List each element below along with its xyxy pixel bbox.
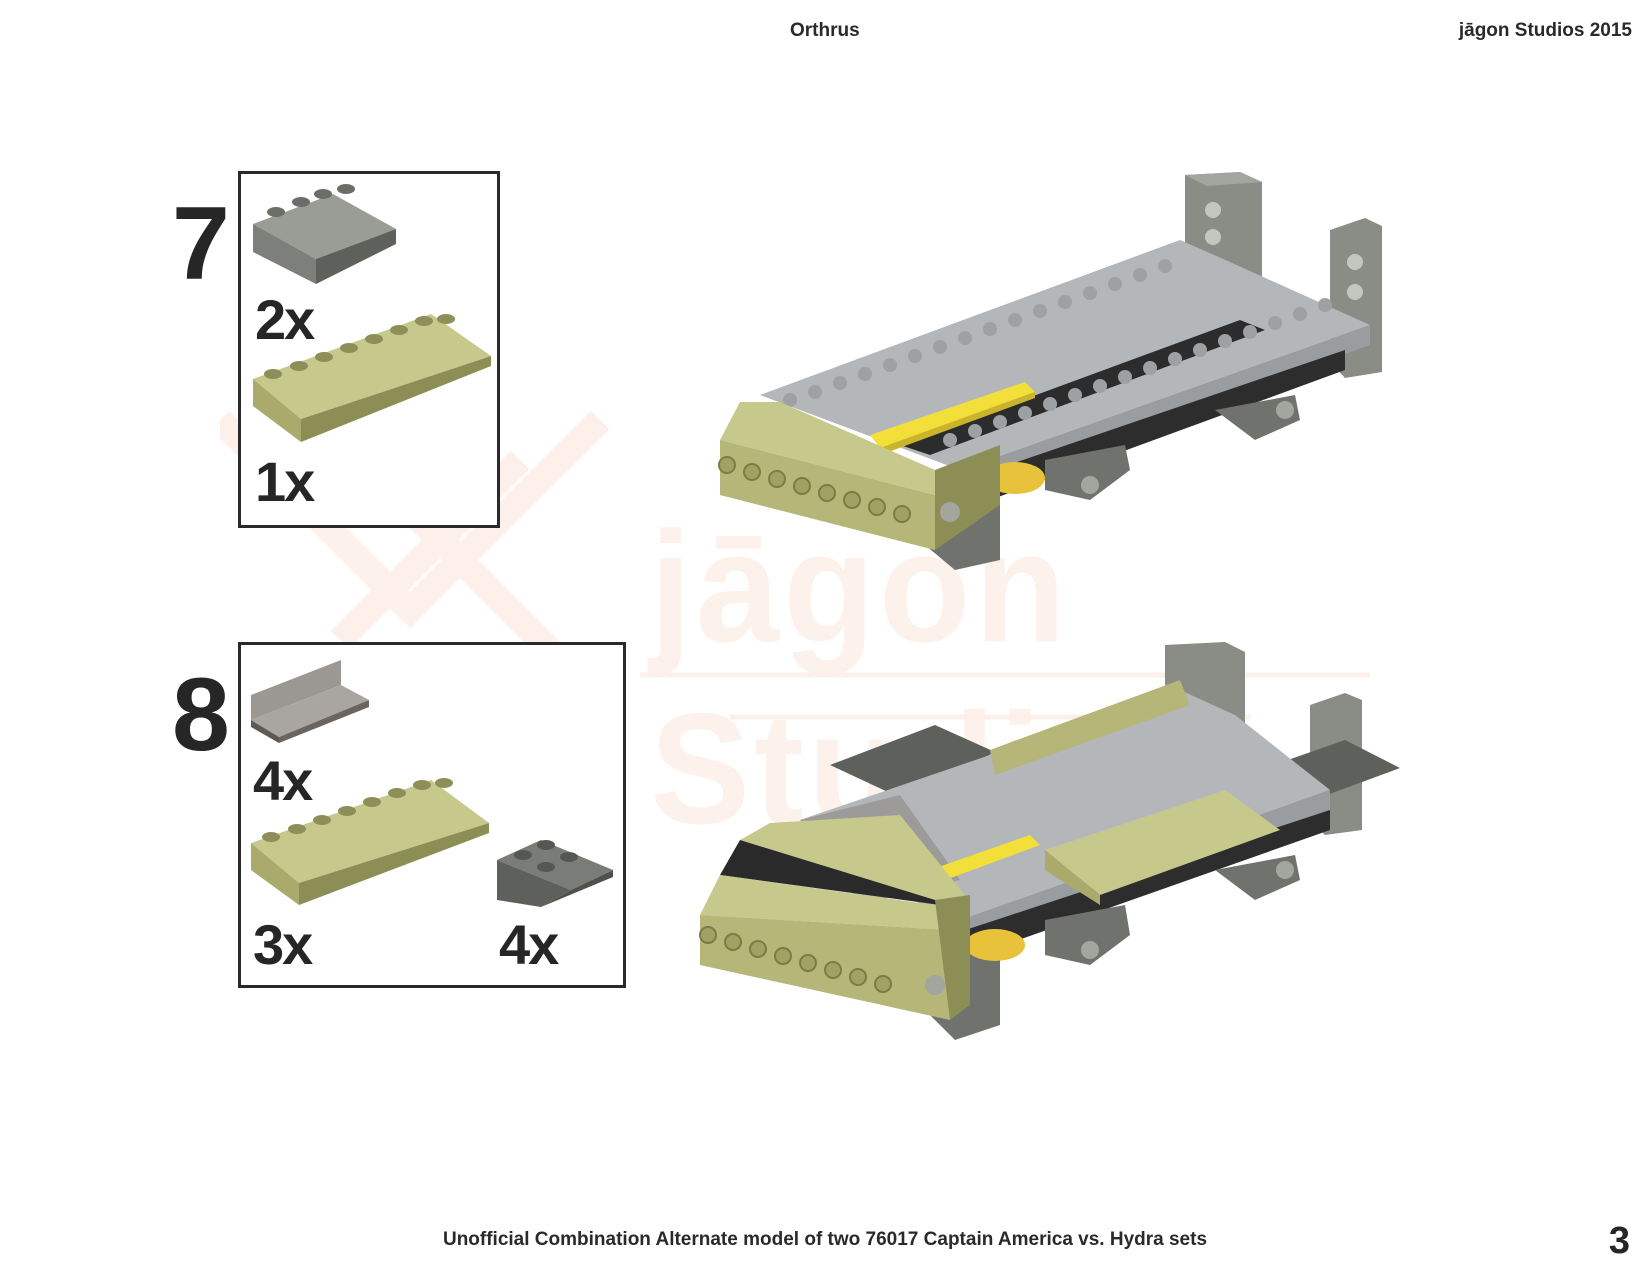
model-title: Orthrus xyxy=(790,20,860,41)
studio-credit: jāgon Studios 2015 xyxy=(1458,20,1632,41)
part-quantity: 4x xyxy=(499,913,559,976)
panel-1x4-trans-black-icon xyxy=(251,660,369,743)
parts-callout-step-8: 4x 3x 4x xyxy=(238,642,626,988)
step-number-7: 7 xyxy=(172,186,230,302)
parts-illustrations xyxy=(251,660,613,907)
page-number: 3 xyxy=(1608,1220,1630,1262)
inverted-slope-2x2-dark-gray-icon xyxy=(497,840,613,907)
parts-illustrations xyxy=(253,184,491,442)
part-quantity: 4x xyxy=(253,749,313,812)
slope-brick-2x8-tan-icon xyxy=(253,314,491,442)
part-quantity: 3x xyxy=(253,913,313,976)
slope-brick-2x8-tan-icon xyxy=(251,778,489,905)
step-number-8: 8 xyxy=(172,657,230,773)
part-quantity: 2x xyxy=(255,288,315,351)
part-quantity: 1x xyxy=(255,450,315,513)
slope-brick-2x4-dark-gray-icon xyxy=(253,184,396,284)
parts-callout-step-7: 2x 1x xyxy=(238,171,500,528)
footer-caption: Unofficial Combination Alternate model o… xyxy=(442,1229,1208,1250)
